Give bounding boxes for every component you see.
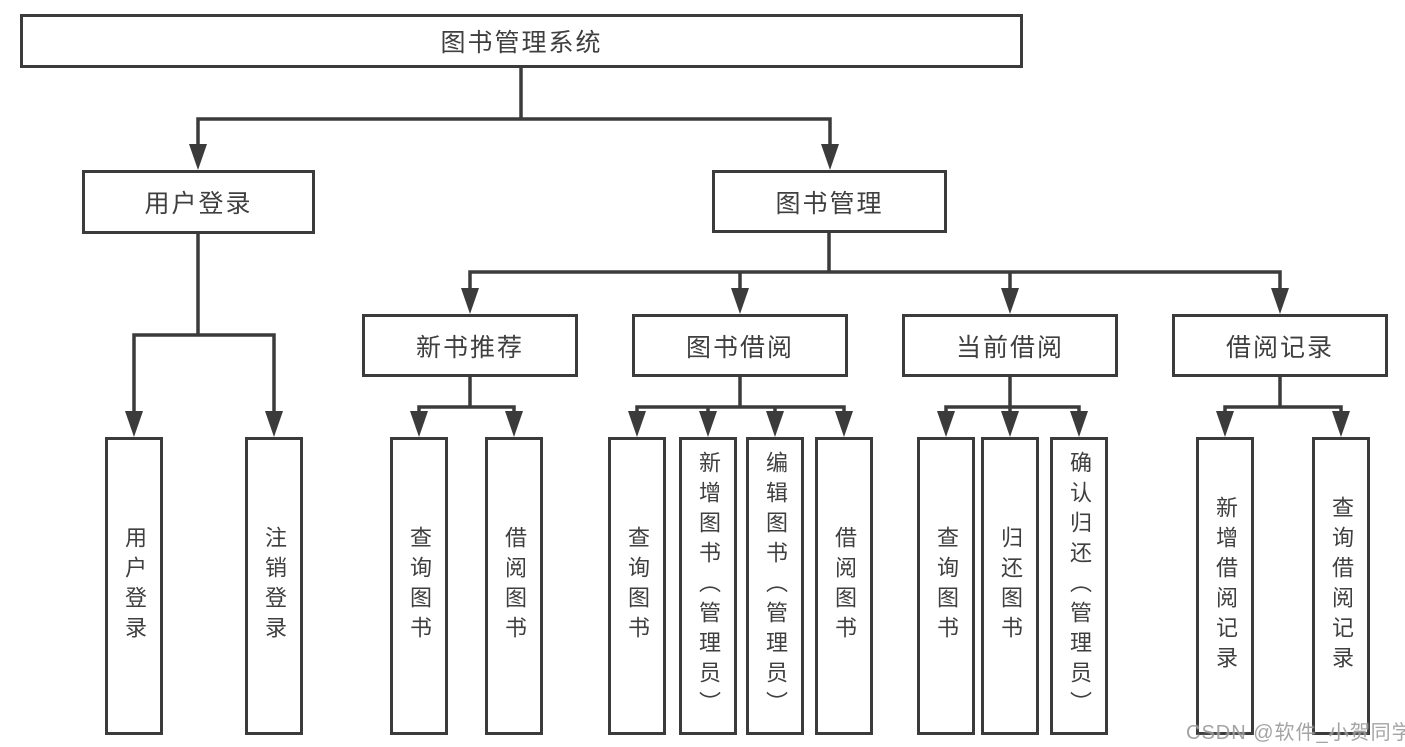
node-borrowing-records: 借阅记录	[1172, 314, 1388, 377]
node-label: 借阅记录	[1225, 333, 1334, 362]
node-library-management-system: 图书管理系统	[20, 14, 1023, 68]
tree-edges	[132, 66, 1343, 415]
node-label: 用户登录	[144, 190, 253, 218]
node-book-borrowing: 图书借阅	[632, 314, 848, 377]
csdn-watermark: CSDN @软件_小贺同学	[1186, 722, 1405, 744]
arrow-down-icon	[1271, 288, 1289, 314]
arrow-down-icon	[461, 288, 479, 314]
node-label: 新增图书（管理员）	[696, 451, 721, 721]
arrow-down-icon	[410, 411, 428, 437]
node-label: 归还图书	[998, 526, 1023, 646]
leaf-query-borrow-record: 查询借阅记录	[1312, 437, 1370, 735]
node-label: 确认归还（管理员）	[1067, 451, 1092, 721]
arrow-down-icon	[265, 411, 283, 437]
arrowheads	[125, 144, 1350, 437]
arrow-down-icon	[937, 411, 955, 437]
node-label: 编辑图书（管理员）	[763, 451, 788, 721]
leaf-return-books: 归还图书	[981, 437, 1039, 735]
arrow-down-icon	[699, 411, 717, 437]
arrow-down-icon	[731, 288, 749, 314]
node-label: 当前借阅	[955, 333, 1064, 362]
node-user-login: 用户登录	[82, 170, 315, 234]
node-label: 查询图书	[934, 526, 959, 646]
node-label: 新书推荐	[415, 333, 524, 362]
node-label: 图书管理系统	[440, 29, 603, 57]
arrow-down-icon	[1001, 288, 1019, 314]
node-current-borrowing: 当前借阅	[902, 314, 1118, 377]
leaf-query-books-borrowing: 查询图书	[608, 437, 666, 735]
arrow-down-icon	[189, 144, 207, 170]
node-label: 图书管理	[775, 189, 884, 218]
node-label: 查询图书	[407, 526, 432, 646]
node-new-book-recommendation: 新书推荐	[362, 314, 578, 377]
arrow-down-icon	[628, 411, 646, 437]
arrow-down-icon	[125, 411, 143, 437]
node-label: 查询图书	[625, 526, 650, 646]
arrow-down-icon	[835, 411, 853, 437]
leaf-user-login: 用户登录	[105, 437, 163, 735]
node-label: 借阅图书	[502, 526, 527, 646]
arrow-down-icon	[1216, 411, 1234, 437]
node-book-management: 图书管理	[712, 170, 947, 233]
node-label: 图书借阅	[685, 333, 794, 362]
node-label: 注销登录	[262, 526, 287, 646]
node-label: 用户登录	[122, 526, 147, 646]
node-label: 查询借阅记录	[1329, 496, 1354, 676]
node-label: 借阅图书	[832, 526, 857, 646]
arrow-down-icon	[1001, 411, 1019, 437]
leaf-add-book-admin: 新增图书（管理员）	[679, 437, 737, 735]
leaf-confirm-return-admin: 确认归还（管理员）	[1050, 437, 1108, 735]
leaf-add-borrow-record: 新增借阅记录	[1196, 437, 1254, 735]
node-label: 新增借阅记录	[1213, 496, 1238, 676]
arrow-down-icon	[1332, 411, 1350, 437]
leaf-borrow-books: 借阅图书	[815, 437, 873, 735]
leaf-edit-book-admin: 编辑图书（管理员）	[746, 437, 804, 735]
arrow-down-icon	[1070, 411, 1088, 437]
arrow-down-icon	[821, 144, 839, 170]
leaf-query-books-recommend: 查询图书	[390, 437, 448, 735]
leaf-logout: 注销登录	[245, 437, 303, 735]
arrow-down-icon	[766, 411, 784, 437]
arrow-down-icon	[505, 411, 523, 437]
leaf-query-books-current: 查询图书	[917, 437, 975, 735]
leaf-borrow-books-recommend: 借阅图书	[485, 437, 543, 735]
